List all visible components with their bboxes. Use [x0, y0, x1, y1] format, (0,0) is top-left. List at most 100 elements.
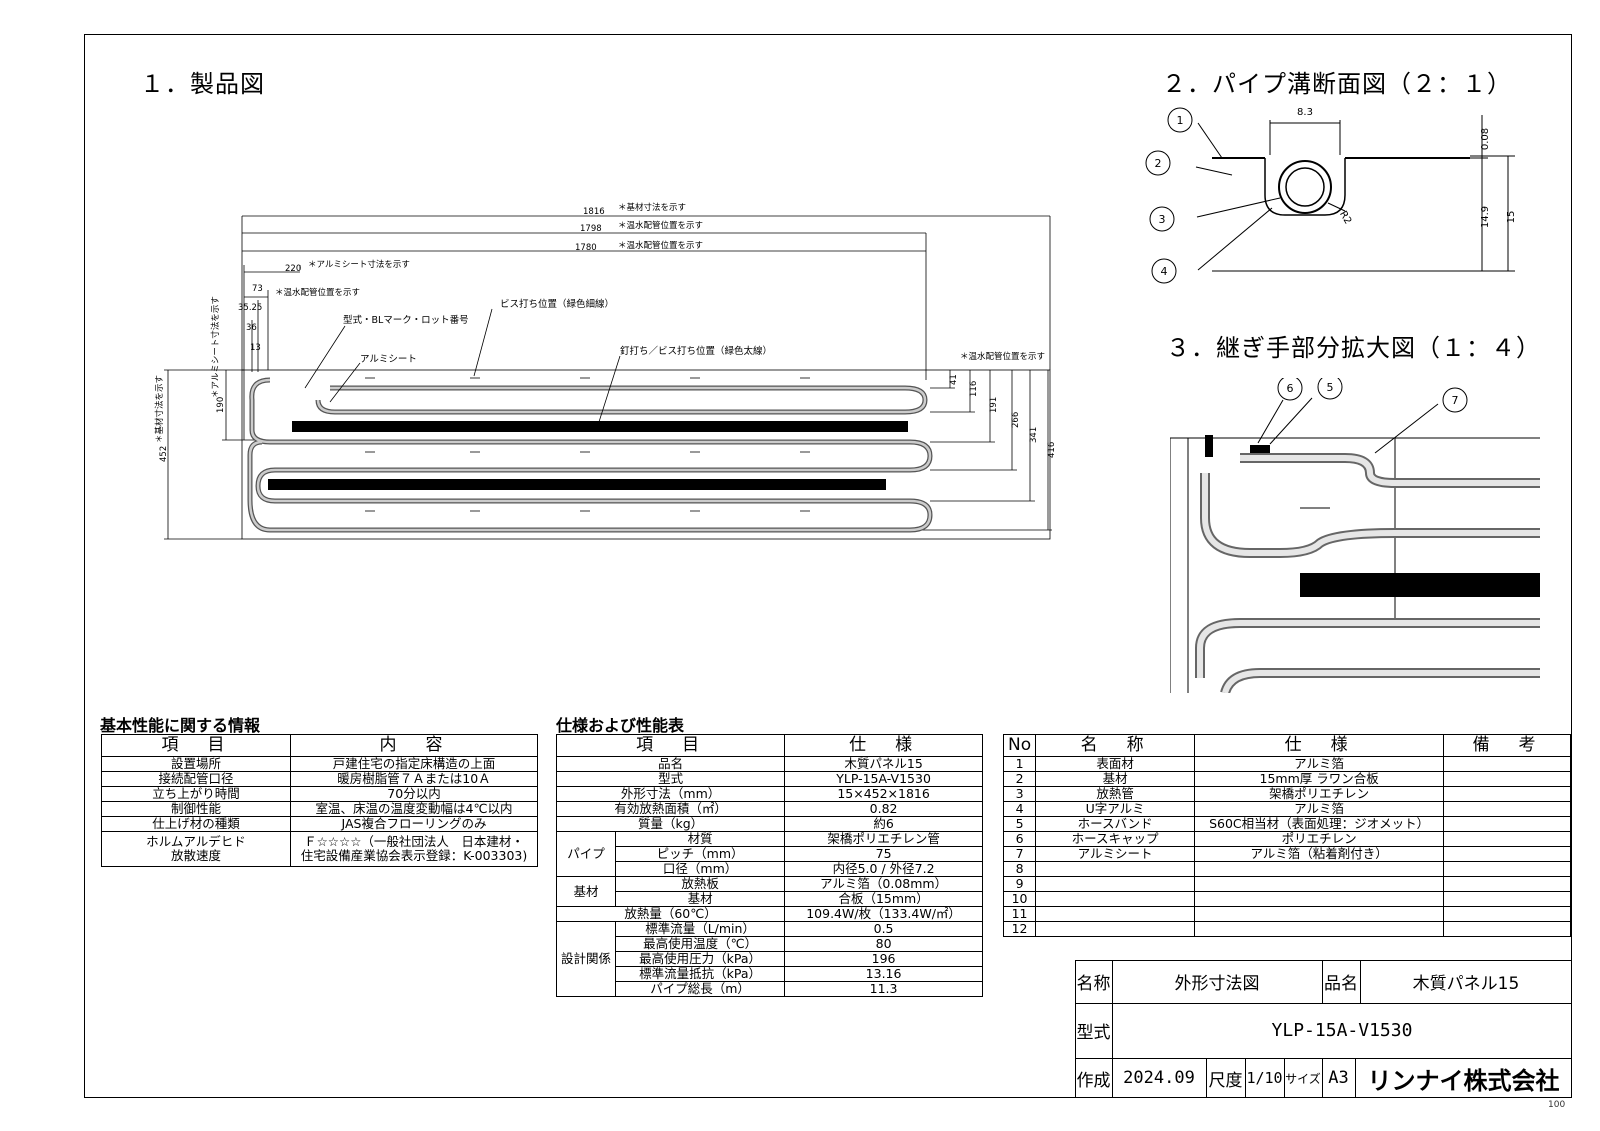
spec-table-title: 仕様および性能表	[556, 716, 685, 735]
nail-line-detail	[1300, 573, 1540, 597]
balloon-4: 4	[1161, 265, 1168, 278]
title-model-label: 型式	[1076, 1023, 1111, 1043]
basic-performance-table: 項 目 内 容 設置場所戸建住宅の指定床構造の上面 接続配管口径暖房樹脂管７Ａま…	[101, 734, 538, 867]
balloon-7: 7	[1452, 394, 1459, 407]
dim-191: 191	[989, 397, 999, 413]
note-base-vertical: ＊基材寸法を示す	[154, 375, 165, 443]
parts-header-remarks: 備 考	[1443, 734, 1571, 757]
table-row: 放熱量（60℃）109.4W/枚（133.4W/㎡）	[555, 906, 983, 922]
dim-73: 73	[252, 284, 263, 294]
section-title-product: １．製品図	[140, 70, 265, 98]
balloon-2: 2	[1155, 157, 1162, 170]
dim-266: 266	[1011, 412, 1021, 428]
table-row: 設計関係標準流量（L/min）0.5	[555, 921, 983, 997]
basic-header-item: 項 目	[101, 734, 291, 757]
table-row: 制御性能室温、床温の温度変動幅は4℃以内	[101, 801, 538, 817]
dim-13: 13	[250, 343, 261, 353]
dim-0-08: 0.08	[1480, 128, 1491, 150]
dim-116: 116	[969, 381, 979, 397]
table-row: 11	[1002, 906, 1571, 922]
title-made-label: 作成	[1076, 1070, 1111, 1091]
company-name: リンナイ株式会社	[1367, 1066, 1560, 1095]
page-number: 100	[1548, 1100, 1566, 1110]
dim-1780: 1780	[575, 243, 597, 253]
table-row: 9	[1002, 876, 1571, 892]
balloon-6: 6	[1287, 382, 1294, 395]
section-title-joint: ３．継ぎ手部分拡大図（１：４）	[1166, 334, 1541, 362]
title-name-value: 外形寸法図	[1174, 974, 1260, 994]
basic-header-content: 内 容	[290, 734, 538, 757]
table-row: 接続配管口径暖房樹脂管７Ａまたは10Ａ	[101, 771, 538, 787]
dim-36: 36	[246, 323, 257, 333]
table-row: 8	[1002, 861, 1571, 877]
table-row: 12	[1002, 921, 1571, 937]
dim-r2: R2	[1337, 209, 1353, 226]
label-nail-position: 釘打ち／ビス打ち位置（緑色太線）	[620, 345, 772, 357]
balloon-1: 1	[1177, 114, 1184, 127]
table-row: 基材放熱板アルミ箔（0.08mm）	[555, 876, 983, 907]
label-model-bl-mark: 型式・BLマーク・ロット番号	[343, 314, 469, 326]
table-row: ホルムアルデヒド放散速度 Ｆ☆☆☆☆（一般社団法人 日本建材・住宅設備産業協会表…	[101, 831, 538, 867]
label-screw-position: ビス打ち位置（緑色細線）	[500, 298, 614, 310]
dim-452: 452	[159, 446, 169, 462]
table-row: 品名木質パネル15	[555, 756, 983, 772]
table-row: 有効放熱面積（㎡）0.82	[555, 801, 983, 817]
table-row: パイプ総長（m）11.3	[557, 981, 983, 997]
board-outline	[241, 369, 1051, 540]
dim-1816: 1816	[583, 207, 605, 217]
table-row: 10	[1002, 891, 1571, 907]
note-base-dimension: ＊基材寸法を示す	[618, 202, 686, 213]
title-block	[1075, 960, 1572, 1098]
product-drawing: 1816 1798 1780 220 73 35.25 36 13 190 45…	[154, 202, 1057, 540]
parts-header-name: 名 称	[1035, 734, 1196, 757]
pipe-groove-drawing: 1 2 3 4 8.3 0.08 14.9 15 R2	[1145, 107, 1517, 284]
note-pipe-position-1: ＊温水配管位置を示す	[618, 220, 703, 231]
nail-line-upper	[292, 421, 908, 432]
note-pipe-position-3: ＊温水配管位置を示す	[275, 287, 360, 298]
nail-line-lower	[268, 479, 886, 490]
spec-header-spec: 仕 様	[784, 734, 983, 757]
section-title-pipe-groove: ２．パイプ溝断面図（２：１）	[1162, 70, 1512, 98]
table-row: 最高使用温度（℃）80	[557, 936, 983, 952]
balloon-5: 5	[1327, 381, 1334, 394]
dim-416: 416	[1047, 442, 1057, 458]
dim-15: 15	[1506, 211, 1517, 224]
dim-8-3: 8.3	[1297, 107, 1313, 118]
title-product-value: 木質パネル15	[1412, 974, 1520, 994]
title-size: A3	[1328, 1068, 1349, 1088]
table-row: 標準流量抵抗（kPa）13.16	[557, 966, 983, 982]
dim-14-9: 14.9	[1480, 206, 1491, 228]
note-pipe-position-2: ＊温水配管位置を示す	[618, 240, 703, 251]
spec-header-item: 項 目	[555, 734, 786, 757]
note-alu-sheet: ＊アルミシート寸法を示す	[308, 259, 410, 270]
table-row: 外形寸法（mm）15×452×1816	[555, 786, 983, 802]
note-pipe-position-4: ＊温水配管位置を示す	[960, 351, 1045, 362]
title-scale: 1/10	[1246, 1069, 1283, 1087]
dim-190: 190	[216, 397, 226, 413]
note-alu-sheet-vertical: ＊アルミシート寸法を示す	[210, 296, 221, 398]
dim-1798: 1798	[580, 224, 602, 234]
joint-detail-drawing: 6 5 7	[1170, 378, 1540, 693]
dim-220: 220	[285, 264, 301, 274]
balloon-3: 3	[1159, 213, 1166, 226]
title-product-label: 品名	[1324, 974, 1358, 994]
table-row: 基材合板（15mm）	[557, 891, 983, 907]
table-row: ピッチ（mm）75	[557, 846, 983, 862]
table-row: パイプ材質架橋ポリエチレン管	[555, 831, 983, 877]
dim-341: 341	[1029, 427, 1039, 443]
drawing-frame	[84, 34, 1572, 1098]
basic-table-title: 基本性能に関する情報	[100, 716, 261, 735]
table-row: 最高使用圧力（kPa）196	[557, 951, 983, 967]
parts-header-spec: 仕 様	[1194, 734, 1445, 757]
